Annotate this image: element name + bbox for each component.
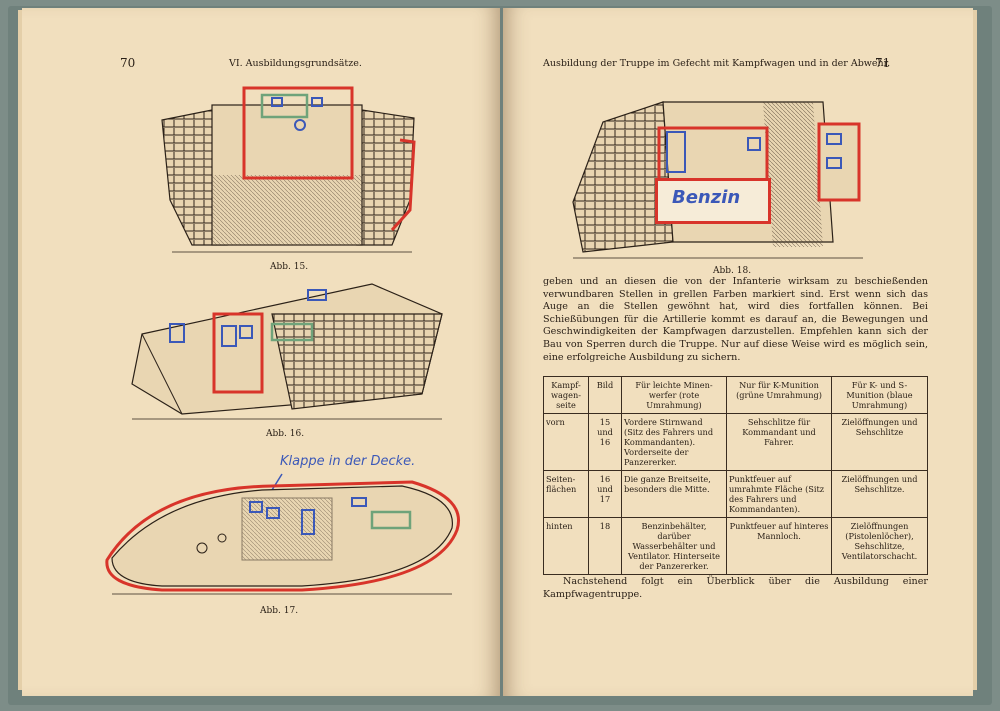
tank-rear-view-figure [572, 101, 863, 259]
figure-caption: Abb. 17. [260, 606, 299, 616]
table-header-row: Kampf-wagen-seite Bild Für leichte Minen… [543, 376, 928, 414]
figure-caption: Abb. 16. [266, 429, 305, 439]
table-cell: Zielöffnungen und Sehschlitze. [831, 470, 928, 518]
table-cell: Zielöffnungen (Pistolenlöcher), Sehschli… [831, 517, 928, 575]
table-cell: Punktfeuer auf hinteres Mannloch. [726, 517, 832, 575]
column-header: Bild [588, 376, 622, 414]
table-cell: hinten [543, 517, 589, 575]
table-cell: 16 und 17 [588, 470, 622, 518]
tank-front-view-figure [161, 86, 416, 253]
table-cell: Sehschlitze für Kommandant und Fahrer. [726, 413, 832, 471]
table-cell: Punktfeuer auf umrahmte Fläche (Sitz des… [726, 470, 832, 518]
table-row: hinten 18 Benzinbehälter, darüber Wasser… [543, 517, 928, 575]
tank-side-view-figure [105, 473, 460, 595]
running-head: VI. Ausbildungsgrundsätze. [229, 58, 362, 69]
table-cell: 15 und 16 [588, 413, 622, 471]
table-row: vorn 15 und 16 Vordere Stirnwand (Sitz d… [543, 413, 928, 471]
table-cell: Benzinbehälter, darüber Wasserbehälter u… [621, 517, 727, 575]
left-page: 70 VI. Ausbildungsgrundsätze. Abb. 15. A… [22, 8, 500, 696]
fuel-tank-label-box: Benzin [655, 178, 771, 224]
figure-caption: Abb. 18. [713, 266, 752, 276]
target-zones-table: Kampf-wagen-seite Bild Für leichte Minen… [543, 376, 928, 575]
right-page: Ausbildung der Truppe im Gefecht mit Kam… [503, 8, 973, 696]
column-header: Für K- und S-Munition (blaue Umrahmung) [831, 376, 928, 414]
page-edge [973, 10, 977, 690]
handwritten-annotation: Klappe in der Decke. [280, 454, 416, 469]
closing-paragraph: Nachstehend folgt ein Überblick über die… [543, 576, 928, 600]
table-cell: Die ganze Breitseite, besonders die Mitt… [621, 470, 727, 518]
column-header: Für leichte Minen-werfer (rote Umrahmung… [621, 376, 727, 414]
body-paragraph: geben und an diesen die von der Infanter… [543, 276, 928, 363]
tank-perspective-figure [131, 283, 443, 420]
figure-caption: Abb. 15. [270, 262, 309, 272]
running-head: Ausbildung der Truppe im Gefecht mit Kam… [543, 58, 891, 69]
column-header: Nur für K-Munition (grüne Umrahmung) [726, 376, 832, 414]
table-cell: Zielöffnungen und Sehschlitze [831, 413, 928, 471]
page-edge [18, 10, 22, 690]
table-cell: Vordere Stirnwand (Sitz des Fahrers und … [621, 413, 727, 471]
table-cell: 18 [588, 517, 622, 575]
page-number: 71 [875, 56, 891, 70]
table-row: Seiten-flächen 16 und 17 Die ganze Breit… [543, 470, 928, 518]
table-cell: vorn [543, 413, 589, 471]
page-number: 70 [120, 56, 136, 70]
table-cell: Seiten-flächen [543, 470, 589, 518]
column-header: Kampf-wagen-seite [543, 376, 589, 414]
handwritten-annotation: Benzin [672, 187, 741, 208]
